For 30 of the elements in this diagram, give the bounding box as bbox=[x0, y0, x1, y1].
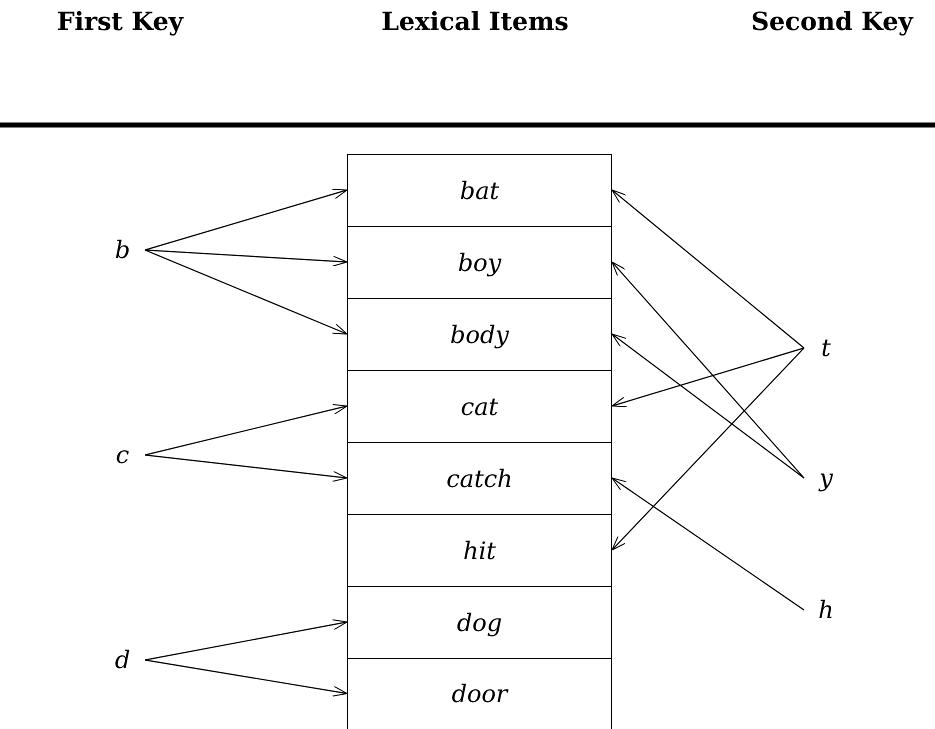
arrow bbox=[612, 262, 804, 478]
column-heading: Second Key bbox=[750, 6, 914, 37]
key-letter: d bbox=[100, 642, 145, 678]
arrow bbox=[612, 348, 804, 550]
lexical-item-cell: bat bbox=[347, 154, 612, 226]
lexical-item-cell: cat bbox=[347, 370, 612, 442]
arrow bbox=[144, 619, 348, 661]
arrow bbox=[612, 190, 804, 348]
lexical-item-cell: boy bbox=[347, 226, 612, 298]
arrow bbox=[144, 659, 348, 697]
arrow bbox=[612, 478, 804, 610]
key-letter: b bbox=[100, 232, 145, 268]
arrow bbox=[144, 454, 348, 482]
column-heading: Lexical Items bbox=[380, 6, 570, 37]
lexical-item-cell: door bbox=[347, 658, 612, 729]
lexical-item-cell: body bbox=[347, 298, 612, 370]
arrow bbox=[144, 249, 348, 335]
arrow bbox=[612, 334, 804, 478]
arrow bbox=[144, 188, 348, 251]
lexical-item-cell: catch bbox=[347, 442, 612, 514]
arrow bbox=[144, 249, 348, 267]
key-letter: t bbox=[804, 330, 848, 366]
key-letter: y bbox=[804, 460, 848, 496]
column-heading: First Key bbox=[56, 6, 185, 37]
arrow bbox=[144, 404, 348, 456]
lexical-item-cell: dog bbox=[347, 586, 612, 658]
key-letter: c bbox=[100, 437, 145, 473]
arrow bbox=[612, 347, 804, 408]
lexical-item-cell: hit bbox=[347, 514, 612, 586]
key-letter: h bbox=[804, 592, 848, 628]
